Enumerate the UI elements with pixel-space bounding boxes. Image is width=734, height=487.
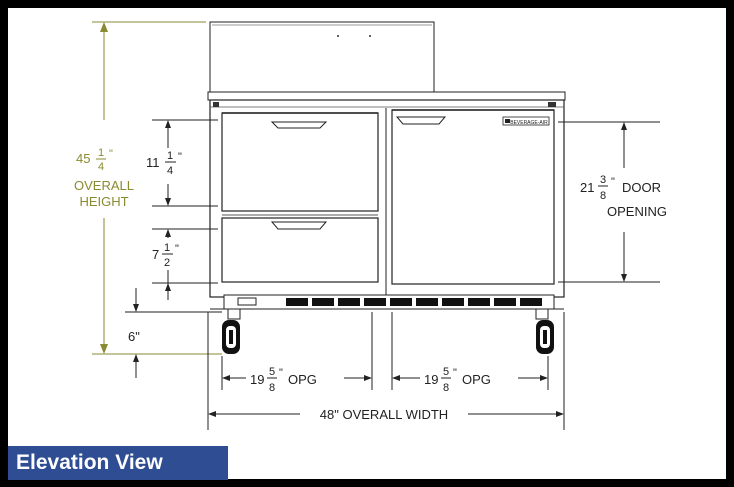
svg-text:HEIGHT: HEIGHT	[79, 194, 128, 209]
svg-text:4: 4	[167, 165, 173, 177]
door-handle	[395, 116, 447, 125]
lid	[209, 21, 435, 93]
svg-text:19: 19	[250, 372, 264, 387]
opg-left-label: 19 5 8 " OPG	[250, 366, 317, 394]
svg-text:8: 8	[443, 382, 449, 394]
caster-right	[535, 308, 554, 354]
svg-text:8: 8	[269, 382, 275, 394]
door-opening-label: 21 3 8 " DOOR OPENING	[580, 174, 667, 219]
svg-text:1: 1	[164, 242, 170, 254]
overall-width-label: 48" OVERALL WIDTH	[320, 407, 448, 422]
svg-text:45: 45	[76, 151, 90, 166]
louver-vents	[286, 298, 542, 306]
svg-text:19: 19	[424, 372, 438, 387]
svg-text:1: 1	[167, 150, 173, 162]
drawer-top-handle	[270, 121, 328, 129]
overall-height-dimension	[92, 21, 222, 355]
svg-text:": "	[279, 367, 283, 379]
svg-text:": "	[178, 151, 182, 163]
svg-text:OPG: OPG	[462, 372, 491, 387]
svg-text:5: 5	[269, 366, 275, 378]
brand-badge-text: BEVERAGE-AIR	[510, 120, 548, 126]
svg-text:11: 11	[146, 155, 160, 170]
svg-text:21: 21	[580, 180, 594, 195]
elevation-view-caption: Elevation View	[8, 446, 228, 480]
svg-text:": "	[611, 176, 615, 188]
drawer-top	[221, 112, 379, 212]
svg-text:": "	[453, 367, 457, 379]
svg-text:": "	[109, 148, 113, 160]
drawer-top-label: 11 1 4 "	[146, 150, 182, 177]
drawer-bottom-handle	[270, 221, 328, 230]
svg-text:8: 8	[600, 190, 606, 202]
svg-text:5: 5	[443, 366, 449, 378]
brand-badge	[502, 116, 550, 126]
opg-dimension-lines	[207, 312, 565, 430]
svg-text:": "	[175, 243, 179, 255]
opg-right-label: 19 5 8 " OPG	[424, 366, 491, 394]
overall-height-label: 45 1 4 " OVERALL HEIGHT	[74, 147, 134, 209]
door	[391, 109, 555, 285]
svg-text:2: 2	[164, 257, 170, 269]
svg-text:OPENING: OPENING	[607, 204, 667, 219]
svg-text:4: 4	[98, 161, 104, 173]
door-opening-dimension	[558, 121, 660, 283]
svg-text:OPG: OPG	[288, 372, 317, 387]
drawer-dimension-lines	[125, 119, 222, 378]
counter-top	[207, 91, 566, 101]
svg-text:1: 1	[98, 147, 104, 159]
svg-text:DOOR: DOOR	[622, 180, 661, 195]
caster-left	[222, 308, 241, 354]
svg-text:OVERALL: OVERALL	[74, 178, 134, 193]
svg-text:7: 7	[152, 247, 159, 262]
svg-text:3: 3	[600, 174, 606, 186]
leg-height-label: 6"	[128, 329, 140, 344]
drawer-bottom-label: 7 1 2 "	[152, 242, 179, 269]
